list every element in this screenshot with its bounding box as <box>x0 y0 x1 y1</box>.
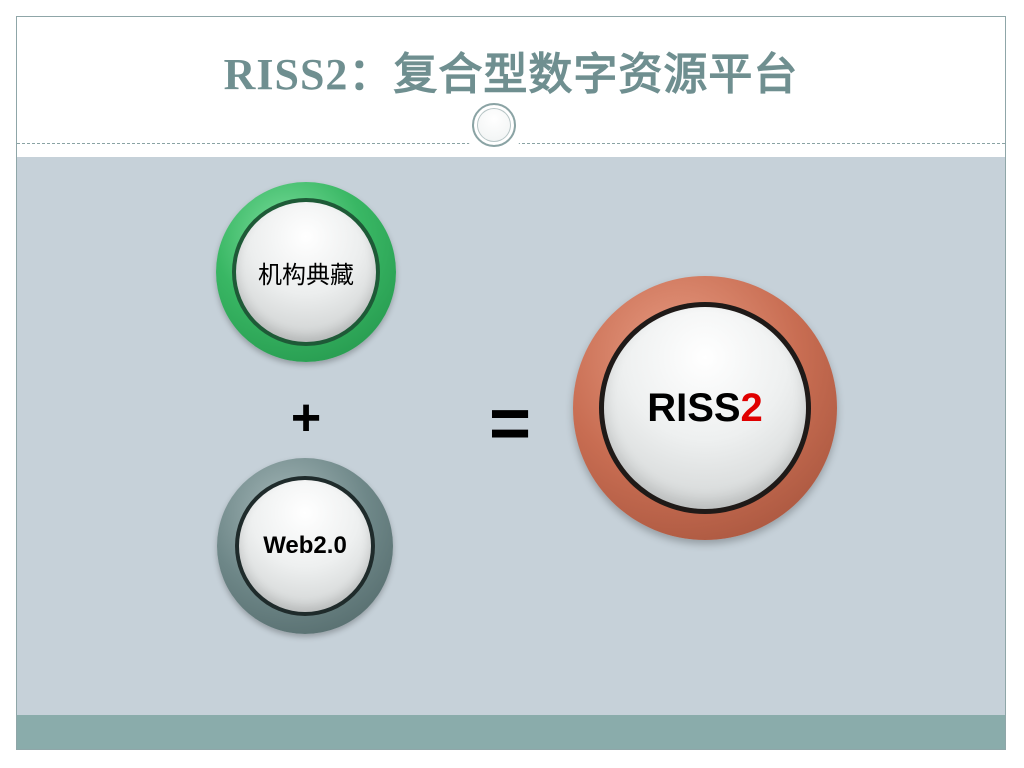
title-divider-knob-inner <box>472 103 516 147</box>
institutional-repository-label: 机构典藏 <box>258 260 354 289</box>
riss2-label-suffix: 2 <box>740 385 763 430</box>
riss2-button: RISS2 <box>573 276 837 540</box>
slide-title: RISS2：复合型数字资源平台 <box>223 50 799 99</box>
copper-button-face: RISS2 <box>604 307 806 509</box>
green-button-face: 机构典藏 <box>236 202 376 342</box>
content-area <box>17 157 1005 717</box>
institutional-repository-button: 机构典藏 <box>216 182 396 362</box>
web20-label: Web2.0 <box>263 532 347 559</box>
plus-sign: + <box>290 389 322 447</box>
footer-bar <box>17 715 1005 749</box>
equals-sign: = <box>488 384 532 464</box>
riss2-label-prefix: RISS <box>647 385 741 430</box>
title-divider-knob <box>463 94 525 156</box>
web20-button: Web2.0 <box>217 458 393 634</box>
riss2-label: RISS2 <box>647 386 763 431</box>
gray-button-face: Web2.0 <box>239 480 371 612</box>
